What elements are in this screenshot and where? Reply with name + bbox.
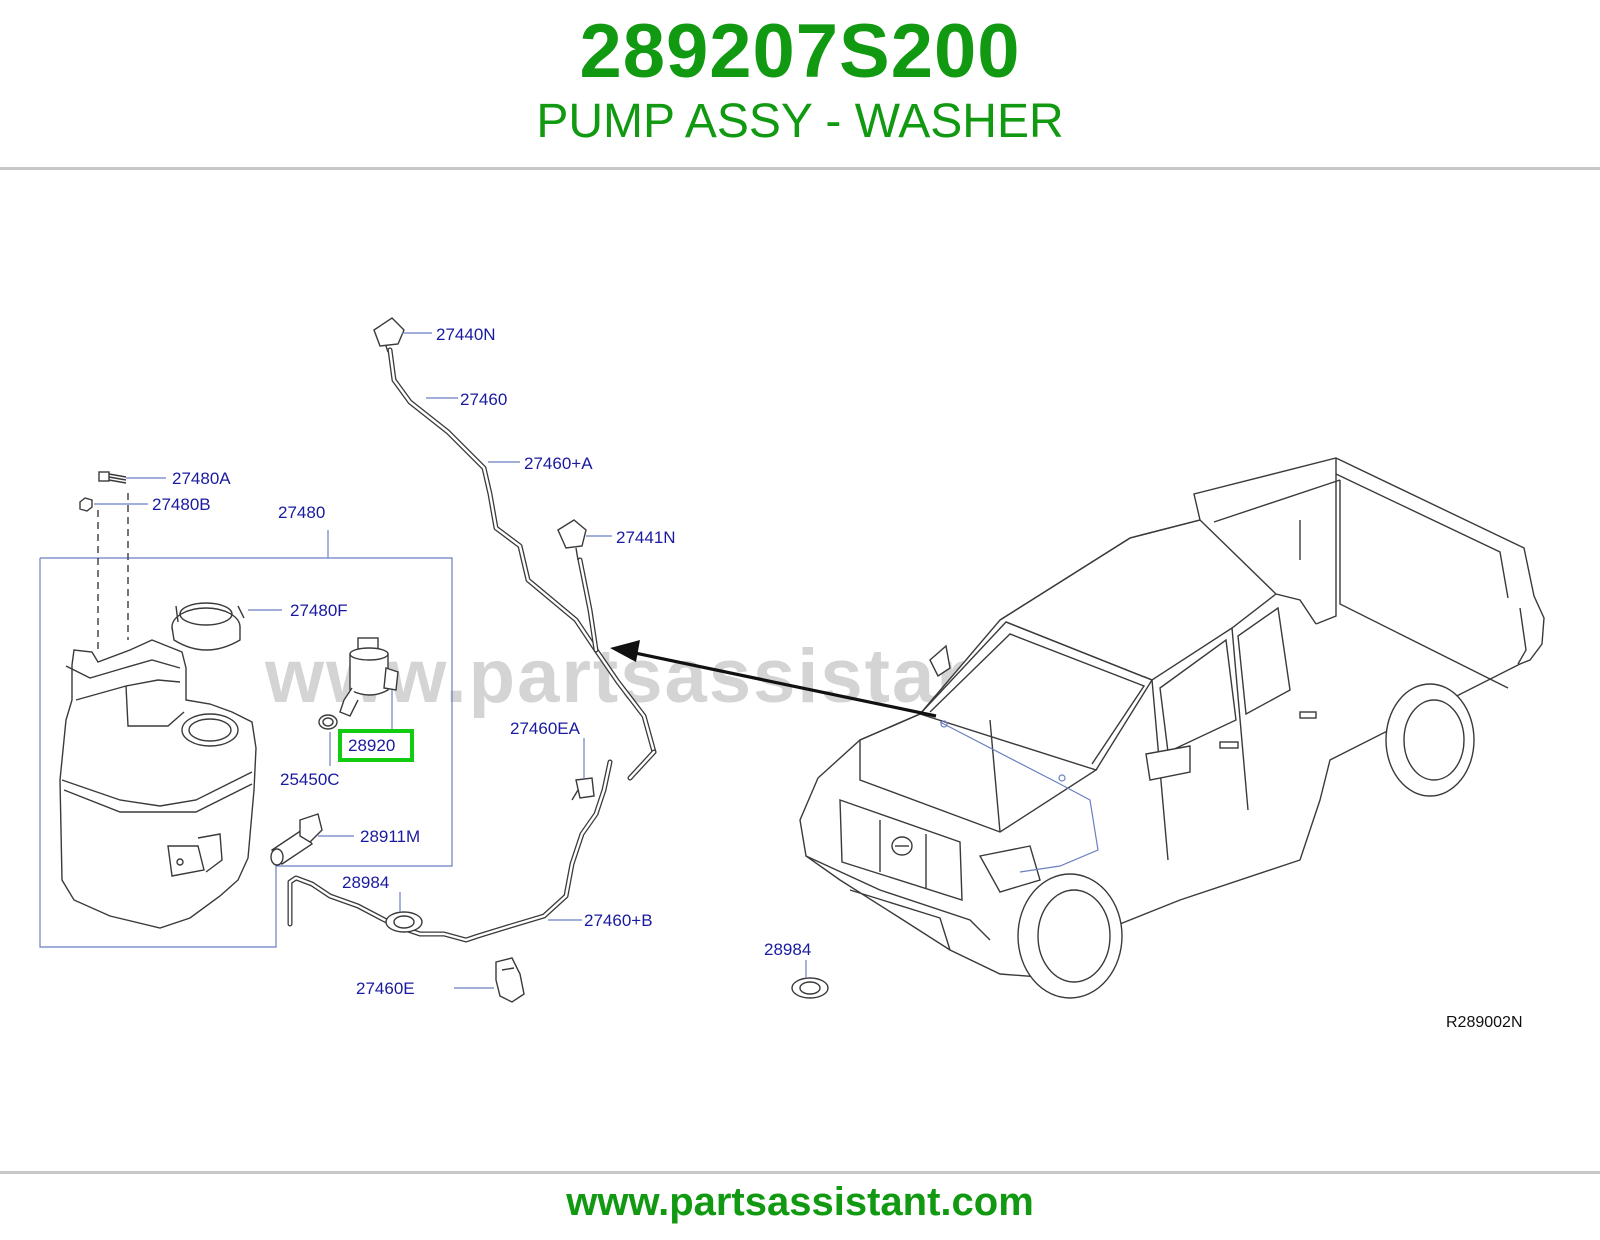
label-28911m: 28911M — [360, 827, 420, 846]
tank-cap-icon — [171, 602, 245, 651]
label-27440n: 27440N — [436, 325, 496, 344]
tank-assy-boundary — [39, 557, 453, 948]
washer-nozzle-left-icon — [557, 519, 587, 561]
label-27480f: 27480F — [290, 601, 348, 620]
label-27460-a: 27460+A — [524, 454, 593, 473]
washer-hose-icon — [287, 347, 657, 943]
label-27460-b: 27460+B — [584, 911, 653, 930]
grommet-left-icon — [385, 911, 423, 933]
washer-pump-icon — [339, 637, 399, 717]
level-sensor-icon — [270, 813, 323, 866]
header: 289207S200 PUMP ASSY - WASHER — [0, 0, 1600, 168]
header-divider — [0, 167, 1600, 170]
part-description: PUMP ASSY - WASHER — [536, 95, 1064, 148]
diagram-code: R289002N — [1446, 1014, 1523, 1031]
label-25450c: 25450C — [280, 770, 340, 789]
highlighted-part-box — [338, 729, 414, 762]
pickup-truck-icon — [799, 457, 1545, 999]
label-28984-left: 28984 — [342, 873, 389, 892]
grommet-right-icon — [791, 977, 829, 999]
footer-divider — [0, 1171, 1600, 1174]
part-number-title: 289207S200 — [579, 9, 1021, 94]
label-28984-right: 28984 — [764, 940, 811, 959]
bolt-icon — [98, 471, 127, 484]
label-27460e: 27460E — [356, 979, 415, 998]
grommet-seal-icon — [318, 714, 338, 730]
label-27460: 27460 — [460, 390, 507, 409]
label-27480b: 27480B — [152, 495, 211, 514]
hose-clip-icon — [571, 777, 595, 801]
nut-icon — [79, 497, 93, 512]
label-27480: 27480 — [278, 503, 325, 522]
label-28920: 28920 — [348, 736, 395, 755]
label-27480a: 27480A — [172, 469, 231, 488]
footer-url-link[interactable]: www.partsassistant.com — [566, 1180, 1034, 1224]
washer-nozzle-right-icon — [373, 317, 405, 353]
label-27441n: 27441N — [616, 528, 676, 547]
washer-tank-icon — [59, 639, 257, 929]
callout-arrow — [629, 650, 937, 718]
hose-clamp-icon — [495, 957, 525, 1003]
label-27460ea: 27460EA — [510, 719, 581, 738]
